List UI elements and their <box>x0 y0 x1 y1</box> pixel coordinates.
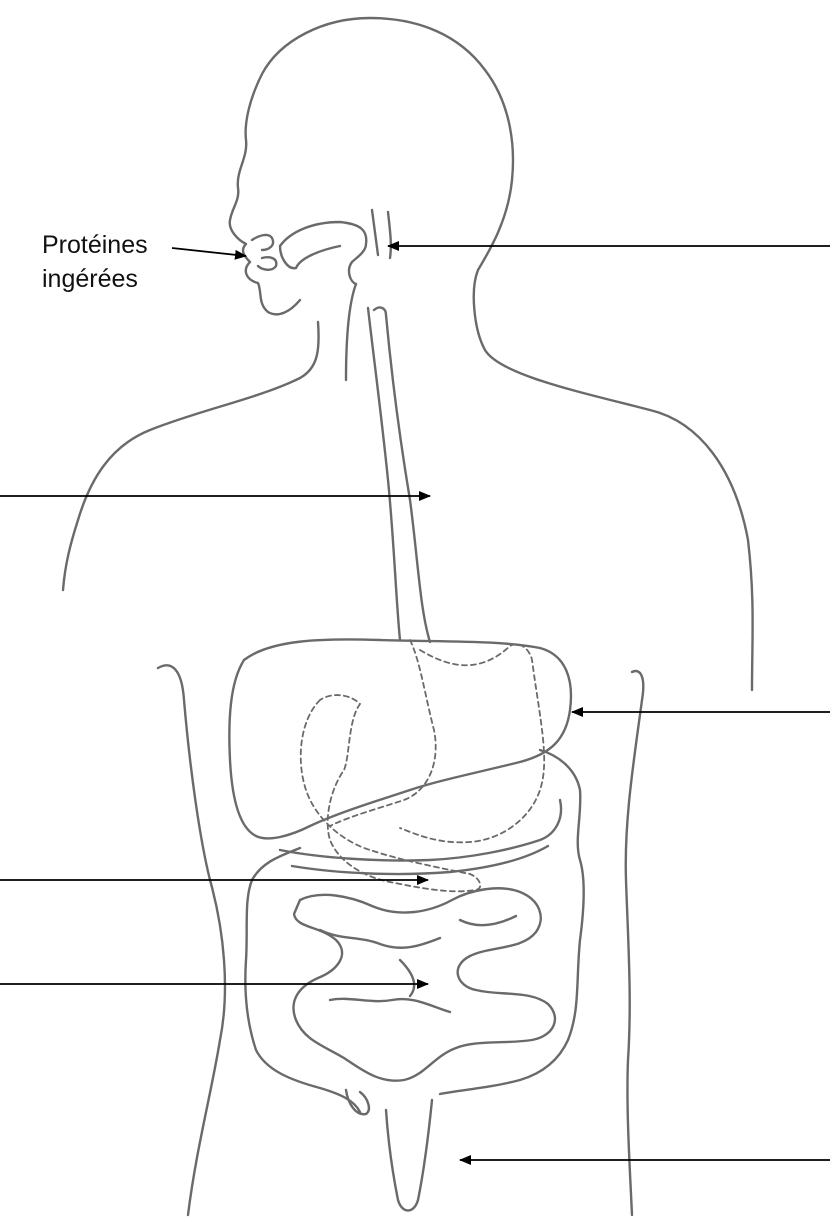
pancreas-dashed <box>301 695 481 891</box>
ingested-proteins-label: Protéines ingérées <box>42 228 148 296</box>
liver <box>229 639 571 838</box>
pointer-mouth <box>172 248 246 256</box>
small-intestine-inner <box>320 916 516 1012</box>
stomach-dashed <box>330 640 544 842</box>
ingested-proteins-label-line1: Protéines <box>42 228 148 262</box>
body-outline-head <box>230 18 753 690</box>
rectum <box>386 1100 432 1211</box>
body-outline-neck <box>63 322 319 590</box>
ingested-proteins-label-line2: ingérées <box>42 262 148 296</box>
mouth-cavity <box>252 222 366 284</box>
pharynx-wall <box>346 210 391 380</box>
appendix <box>346 1090 369 1114</box>
torso-right-side <box>626 671 644 1215</box>
torso-left-side <box>158 665 225 1215</box>
esophagus-tube <box>368 308 430 642</box>
